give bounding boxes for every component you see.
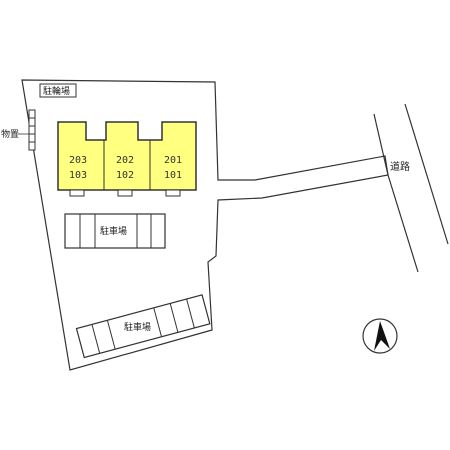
entrance-step xyxy=(117,189,133,197)
parking-lower-label: 駐車場 xyxy=(124,321,151,333)
north-arrow-icon xyxy=(362,318,398,354)
bike-parking-box xyxy=(39,83,77,98)
site-boundary xyxy=(21,79,389,371)
apartment-building xyxy=(57,121,197,191)
bike-parking-label: 駐輪場 xyxy=(43,85,70,97)
storage-structure xyxy=(18,109,36,151)
entrance-step xyxy=(165,189,181,197)
road-edge-left xyxy=(373,113,419,273)
parking-upper-label: 駐車場 xyxy=(100,225,127,237)
storage-label: 物置 xyxy=(1,128,19,140)
unit-102-label: 102 xyxy=(116,170,134,181)
entrance-step xyxy=(69,189,85,197)
unit-203-label: 203 xyxy=(69,155,87,166)
parking-lot-upper xyxy=(64,213,166,249)
road-label: 道路 xyxy=(390,160,410,173)
road-edge-right xyxy=(404,103,449,245)
unit-201-label: 201 xyxy=(164,155,182,166)
parking-lot-lower xyxy=(75,294,211,359)
unit-101-label: 101 xyxy=(164,170,182,181)
unit-103-label: 103 xyxy=(69,170,87,181)
unit-202-label: 202 xyxy=(116,155,134,166)
